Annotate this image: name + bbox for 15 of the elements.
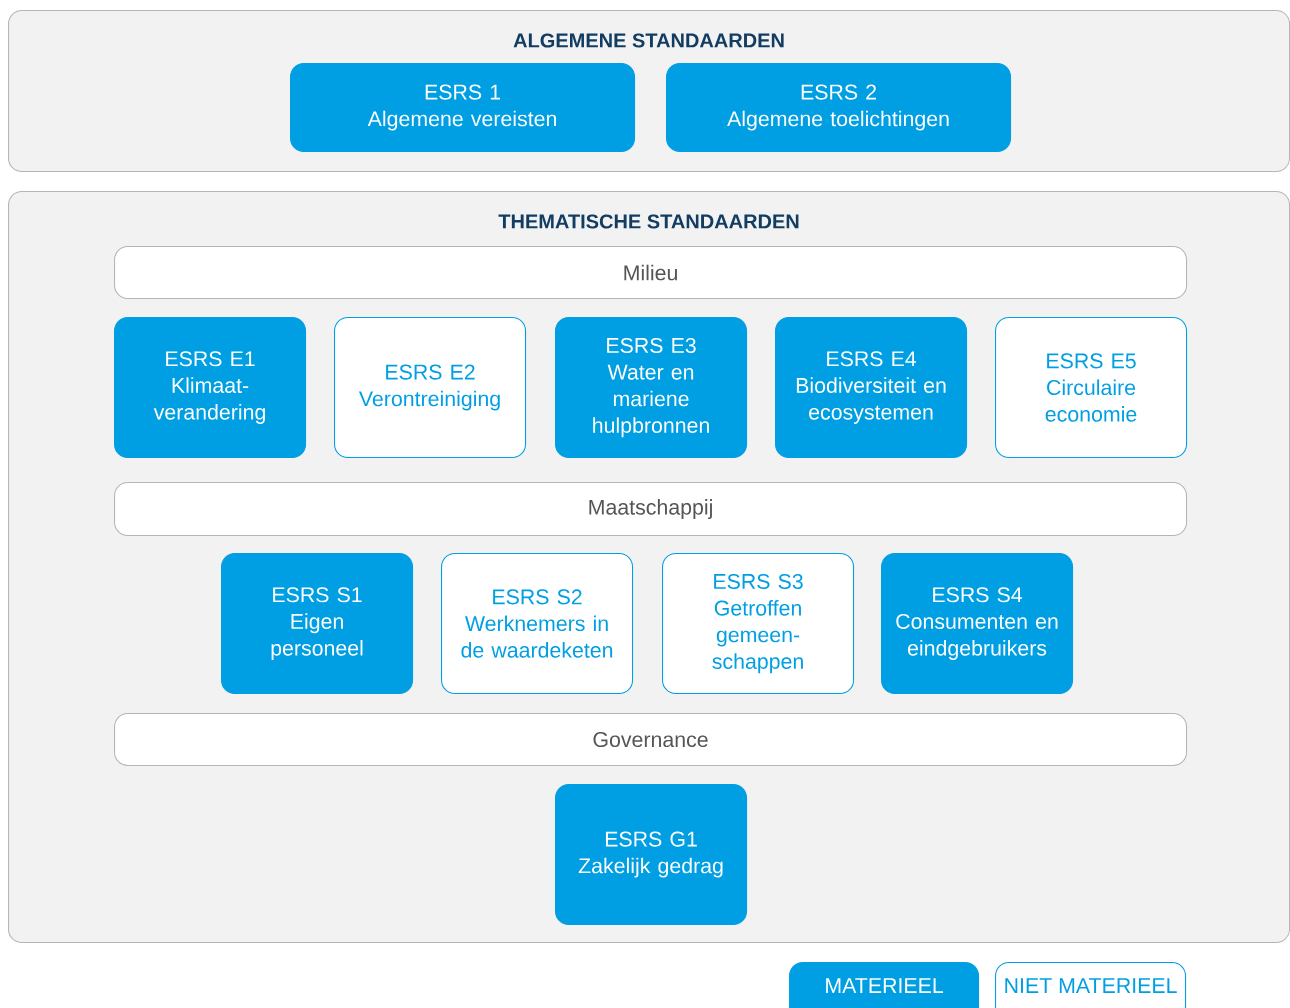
standard-box: ESRS S4 Consumenten en eindgebruikers — [881, 553, 1074, 695]
standard-box: ESRS 2 Algemene toelichtingen — [666, 63, 1012, 153]
standard-box: ESRS S3 Getroffen gemeen-schappen — [662, 553, 855, 695]
standard-box: ESRS E1 Klimaat-verandering — [114, 317, 307, 459]
standard-box: ESRS 1 Algemene vereisten — [290, 63, 636, 153]
standard-box: ESRS E3 Water en mariene hulpbronnen — [555, 317, 748, 459]
category-band: Milieu — [114, 246, 1188, 300]
standard-box: ESRS S2 Werknemers in de waardeketen — [441, 553, 634, 695]
category-band: Governance — [114, 713, 1188, 767]
standard-box: ESRS E5 Circulaire economie — [995, 317, 1188, 459]
category-band: Maatschappij — [114, 482, 1188, 537]
standard-box: ESRS G1 Zakelijk gedrag — [555, 784, 748, 926]
standard-box: ESRS E4 Biodiversiteit en ecosystemen — [775, 317, 968, 459]
standard-box: ESRS S1 Eigen personeel — [221, 553, 414, 695]
standard-box: ESRS E2 Verontreiniging — [334, 317, 527, 459]
